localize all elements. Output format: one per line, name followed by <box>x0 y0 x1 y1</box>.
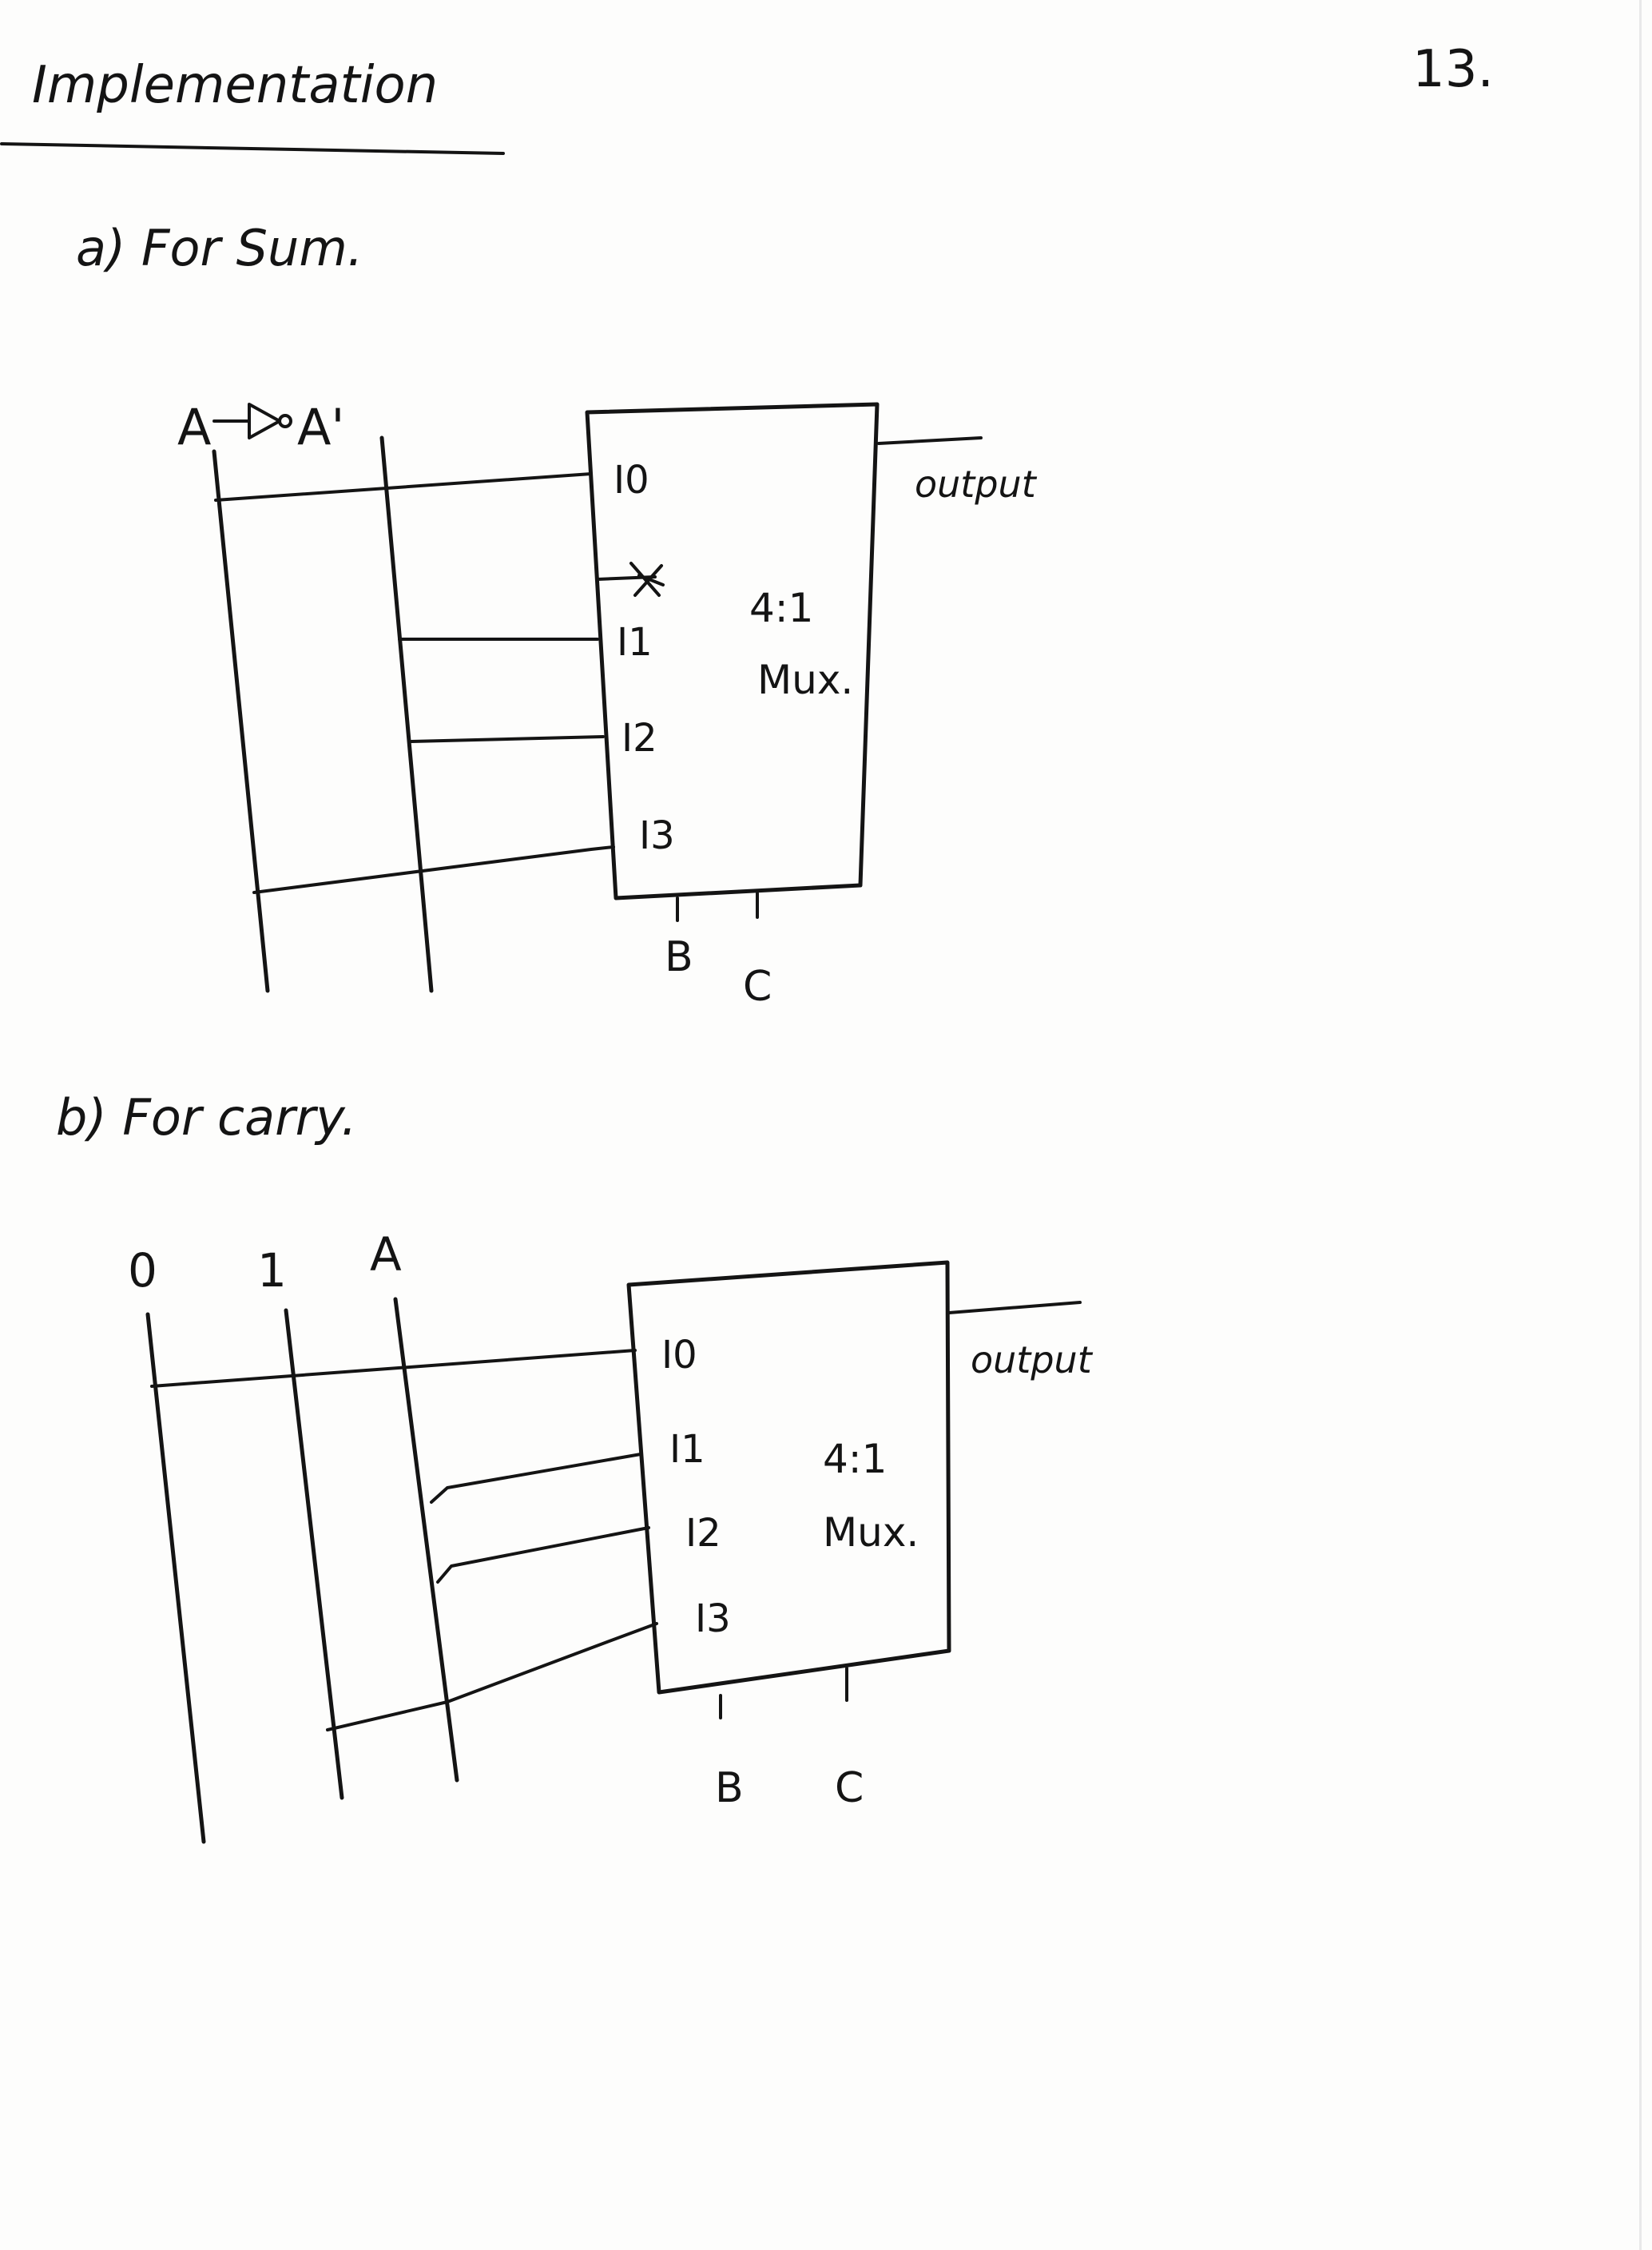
carry-bus-1 <box>284 1308 344 1800</box>
carry-input-i3: I3 <box>695 1596 731 1641</box>
carry-output-label: output <box>971 1338 1094 1381</box>
sum-bus-a-prime <box>379 435 434 993</box>
sum-inverter-output-label: A' <box>297 398 344 456</box>
sum-heading: a) For Sum. <box>76 219 363 277</box>
page-title: Implementation <box>32 56 438 115</box>
carry-input-i1: I1 <box>669 1427 705 1472</box>
carry-mux-box <box>626 1260 951 1695</box>
sum-input-i0: I0 <box>614 458 649 503</box>
sum-output-label: output <box>915 463 1038 506</box>
carry-input-i0: I0 <box>661 1333 697 1377</box>
carry-source-0: 0 <box>128 1243 157 1298</box>
carry-select-c: C <box>835 1764 864 1812</box>
not-gate-icon <box>212 403 292 439</box>
sum-wire-i0 <box>214 472 593 502</box>
page-edge <box>1639 0 1642 2250</box>
carry-select-b: B <box>715 1764 744 1812</box>
carry-mux-label-line2: Mux. <box>823 1509 919 1556</box>
carry-mux-label-line1: 4:1 <box>823 1436 887 1482</box>
carry-source-1: 1 <box>257 1243 287 1298</box>
carry-wire-i0 <box>150 1349 637 1388</box>
sum-select-b: B <box>665 933 693 981</box>
carry-source-a: A <box>370 1227 402 1282</box>
sum-wire-i2 <box>410 735 605 743</box>
sum-mux-box <box>585 402 880 900</box>
sum-wire-i3 <box>252 845 615 894</box>
carry-bus-0 <box>145 1312 206 1844</box>
carry-wire-i3 <box>326 1622 658 1731</box>
sum-mux-label-line1: 4:1 <box>749 585 813 631</box>
sum-bus-a <box>212 449 270 993</box>
carry-wire-i2 <box>436 1526 650 1584</box>
sum-input-i1: I1 <box>617 620 653 665</box>
page-number: 13. <box>1412 40 1494 99</box>
carry-input-i2: I2 <box>685 1511 721 1556</box>
sum-input-i3: I3 <box>639 813 675 858</box>
sum-output-wire <box>877 436 983 445</box>
sum-inverter-input-label: A <box>177 398 211 456</box>
title-underline <box>0 142 505 155</box>
sum-select-c: C <box>743 963 772 1011</box>
carry-bus-a <box>393 1297 459 1783</box>
scribble-mark <box>596 562 665 597</box>
sum-mux-label-line2: Mux. <box>757 657 853 703</box>
sum-input-i2: I2 <box>621 716 657 761</box>
carry-heading: b) For carry. <box>56 1088 357 1147</box>
carry-output-wire <box>947 1301 1082 1314</box>
carry-wire-i1 <box>430 1453 642 1504</box>
